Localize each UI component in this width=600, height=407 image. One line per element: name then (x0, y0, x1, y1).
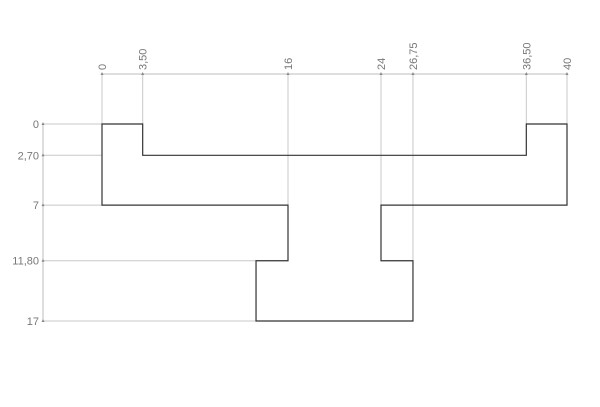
dimension-tick (41, 319, 45, 322)
dimension-tick (379, 72, 383, 75)
section-outline (101, 123, 568, 322)
dimension-tick (100, 72, 104, 75)
x-dimension-label: 36,50 (521, 42, 533, 70)
dimension-tick (41, 153, 45, 157)
dimension-tick (565, 72, 569, 75)
y-dimension-label: 17 (27, 316, 39, 328)
y-dimension-label: 0 (33, 119, 39, 131)
dimension-tick (41, 258, 45, 262)
dimension-tick (524, 72, 528, 75)
dimension-tick (41, 122, 45, 125)
x-dimension-label: 0 (97, 64, 109, 70)
y-dimension-label: 2,70 (18, 150, 39, 162)
y-dimension-label: 7 (33, 200, 39, 212)
x-dimension-label: 16 (283, 58, 295, 70)
dimension-tick (141, 72, 145, 75)
dimension-tick (41, 203, 45, 207)
x-dimension-label: 40 (562, 58, 574, 70)
y-dimension-label: 11,80 (12, 256, 39, 268)
x-dimension-label: 26,75 (408, 42, 420, 70)
dimension-tick (286, 72, 290, 75)
dimension-tick (411, 72, 415, 75)
x-dimension-label: 24 (376, 58, 388, 70)
x-dimension-label: 3,50 (138, 49, 150, 70)
